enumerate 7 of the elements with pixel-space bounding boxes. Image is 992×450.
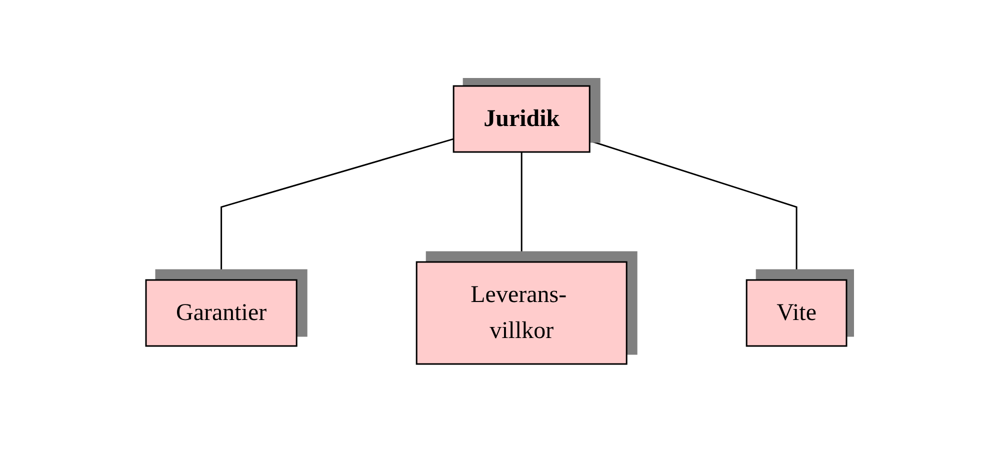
connector [220, 138, 454, 280]
node-box: Leverans- villkor [416, 261, 628, 365]
connector [589, 140, 798, 280]
node-box: Garantier [145, 279, 298, 347]
node-box: Vite [746, 279, 847, 347]
connector [520, 152, 522, 262]
node-box: Juridik [452, 85, 590, 153]
